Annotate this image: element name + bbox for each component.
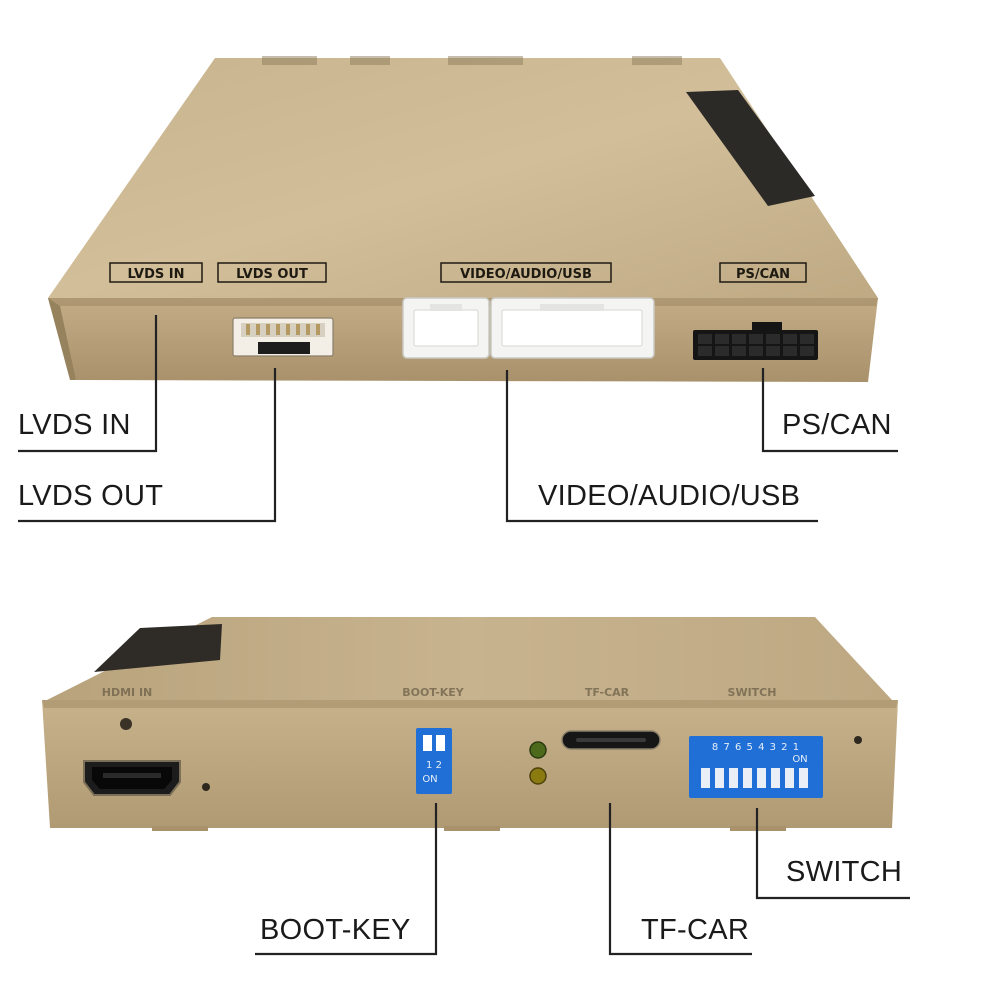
rear-silk-mark [632, 56, 682, 65]
silk-ps-can: PS/CAN [736, 267, 790, 282]
foot [444, 826, 500, 831]
ps-can-connector [693, 322, 818, 360]
callout-switch: SWITCH [786, 856, 903, 888]
bottom-device-front-face [42, 700, 898, 828]
bottom-device-edge-shadow [42, 700, 898, 708]
top-device: LVDS IN LVDS OUT VIDEO/AUDIO/USB PS/CAN [48, 56, 878, 382]
silk-lvds-in: LVDS IN [128, 267, 185, 282]
callout-lvds-in: LVDS IN [18, 409, 131, 441]
silk-tf-car: TF-CAR [585, 686, 630, 699]
silk-frame [719, 262, 807, 283]
bottom-leader-lines [255, 803, 910, 956]
switch-dip-numbers: 8 7 6 5 4 3 2 1 [712, 742, 800, 753]
yellow-led [529, 767, 547, 785]
leader-lvds-in [18, 315, 158, 453]
hdmi-port [83, 760, 181, 796]
screw-hole [854, 736, 862, 744]
silk-boot-key: BOOT-KEY [402, 686, 465, 699]
top-leader-lines [18, 315, 898, 523]
leader-ps-can [761, 368, 898, 453]
rear-silk-mark [262, 56, 317, 65]
silk-frame [109, 262, 203, 283]
callout-lvds-out: LVDS OUT [18, 480, 164, 512]
callout-boot-key: BOOT-KEY [260, 914, 411, 946]
bottom-device-label-strip [94, 624, 222, 672]
boot-key-dip-switch: 1 2 ON [416, 728, 452, 794]
rear-silk-mark [350, 56, 390, 65]
top-device-lid [48, 58, 878, 298]
boot-dip-on-label: ON [422, 774, 437, 785]
silk-frame [440, 262, 612, 283]
top-device-label-strip [686, 90, 815, 206]
screw-hole [120, 718, 132, 730]
reset-hole [202, 783, 210, 791]
boot-dip-numbers: 1 2 [426, 760, 442, 771]
leader-boot-key [255, 803, 438, 956]
switch-dip-block: 8 7 6 5 4 3 2 1 ON [689, 736, 823, 798]
green-led [529, 741, 547, 759]
silk-switch: SWITCH [728, 686, 777, 699]
bottom-device-lid [47, 617, 892, 700]
silk-frame [217, 262, 327, 283]
foot [152, 826, 208, 831]
top-device-left-side [48, 298, 76, 380]
video-audio-usb-connector-large [490, 297, 655, 359]
silk-video-audio-usb: VIDEO/AUDIO/USB [460, 267, 592, 282]
callout-video-audio-usb: VIDEO/AUDIO/USB [538, 480, 801, 512]
silk-hdmi-in: HDMI IN [102, 686, 153, 699]
video-audio-usb-connector-small [402, 297, 490, 359]
leader-lvds-out [18, 368, 277, 523]
leader-switch [755, 808, 910, 900]
switch-dip-on-label: ON [792, 754, 807, 765]
leader-tf-car [608, 803, 752, 956]
lvds-out-connector [232, 317, 334, 357]
callout-ps-can: PS/CAN [782, 409, 892, 441]
leader-video-audio-usb [505, 370, 818, 523]
rear-silk-mark [448, 56, 523, 65]
silk-lvds-out: LVDS OUT [236, 267, 308, 282]
callout-tf-car: TF-CAR [641, 914, 750, 946]
tf-car-slot [561, 730, 661, 750]
bottom-device: HDMI IN BOOT-KEY TF-CAR SWITCH 1 2 ON [42, 617, 898, 831]
